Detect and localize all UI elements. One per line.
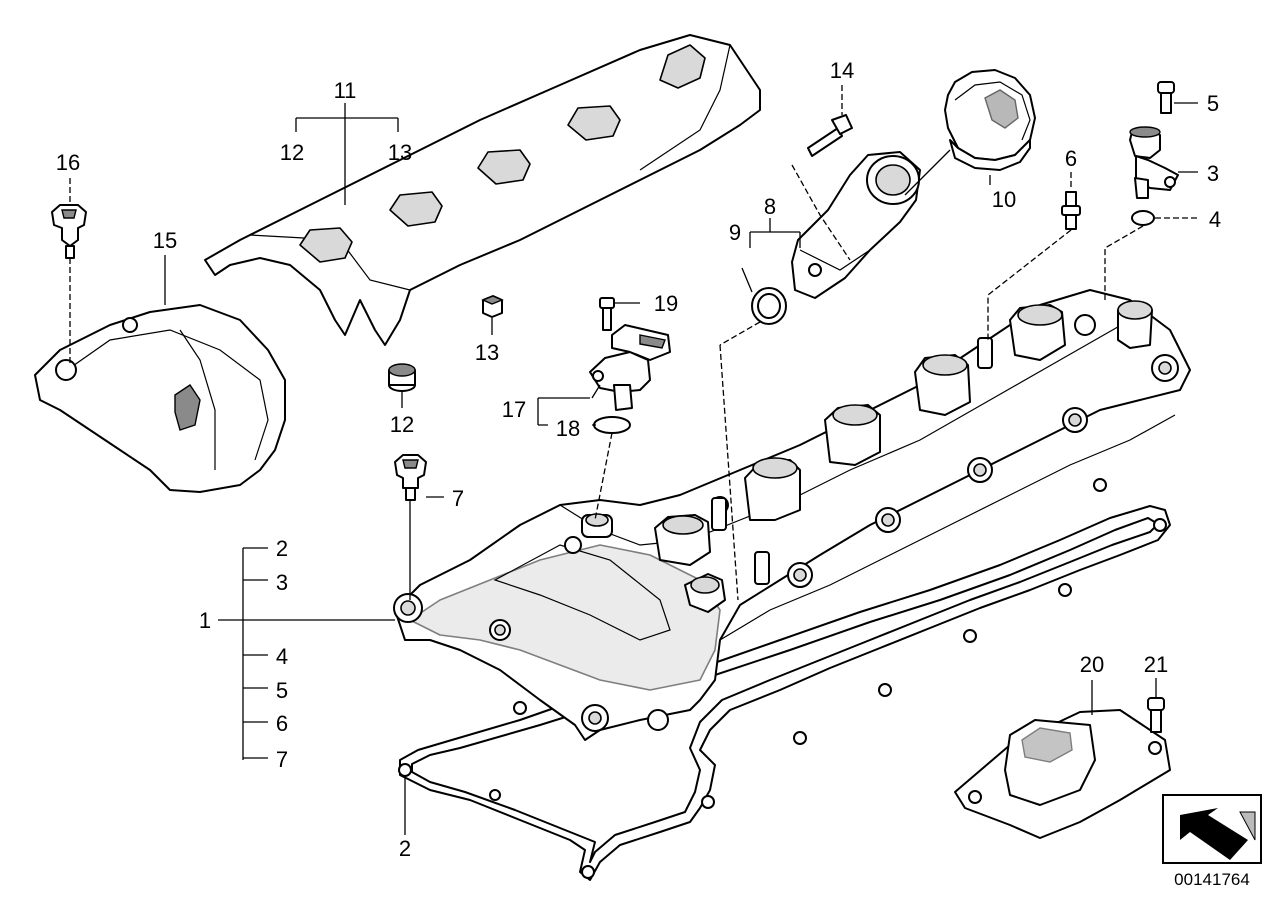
valve-cover [393,289,1191,741]
callout-10: 10 [992,187,1016,212]
part-12-grommet [388,363,416,392]
callout-6: 6 [1065,146,1077,171]
part-7-screw [394,454,427,501]
arrow-icon [1180,808,1248,860]
part-5-screw [1157,81,1175,114]
part-19-screw [599,297,615,331]
callout-5-list: 5 [276,678,288,703]
engine-cover-side [34,304,286,493]
part-21-screw [1147,697,1165,733]
part-9-seal-ring [751,287,787,325]
part-8-oil-filler-neck [791,151,921,299]
valve-cover-gasket [398,478,1171,881]
callout-12-bottom: 12 [390,412,414,437]
callout-13-bottom: 13 [475,340,499,365]
callout-7-list: 7 [276,747,288,772]
callout-15: 15 [153,228,177,253]
leader-lines [69,85,1198,835]
spark-plug-wells [654,300,1153,566]
part-16-clip [51,204,87,259]
callout-16: 16 [56,150,80,175]
callout-9: 9 [729,220,741,245]
callout-20: 20 [1080,652,1104,677]
callout-8: 8 [764,194,776,219]
cover-ribs [299,44,706,263]
callout-18: 18 [556,416,580,441]
callout-11: 11 [334,78,357,103]
callout-6-list: 6 [276,711,288,736]
part-20-module [954,709,1171,839]
part-3-sensor [1129,126,1179,199]
part-6-stud [1061,191,1081,230]
callout-labels: 11 12 13 16 15 13 12 7 2 3 1 4 5 6 7 2 1… [56,58,1221,861]
callout-17: 17 [502,397,526,422]
callout-4-list: 4 [276,644,288,669]
callout-2-list: 2 [276,536,288,561]
callout-3: 3 [1207,161,1219,186]
callout-7-top: 7 [452,486,464,511]
callout-21: 21 [1144,652,1168,677]
callout-1: 1 [199,608,211,633]
callout-19: 19 [654,291,678,316]
orientation-indicator [1162,794,1262,864]
part-17-camshaft-sensor [589,324,671,411]
part-14-bolt [807,114,853,157]
callout-13-top: 13 [388,140,412,165]
part-18-o-ring [593,416,631,434]
part-4-o-ring [1131,210,1155,226]
engine-cover-top [204,34,761,346]
callout-14: 14 [830,58,854,83]
callout-3-list: 3 [276,570,288,595]
diagram-code: 00141764 [1174,870,1250,889]
callout-2: 2 [399,836,411,861]
callout-5: 5 [1207,91,1219,116]
callout-4: 4 [1209,207,1221,232]
part-13-clip [481,295,504,318]
callout-12-top: 12 [280,140,304,165]
part-10-oil-filler-cap [944,69,1036,171]
